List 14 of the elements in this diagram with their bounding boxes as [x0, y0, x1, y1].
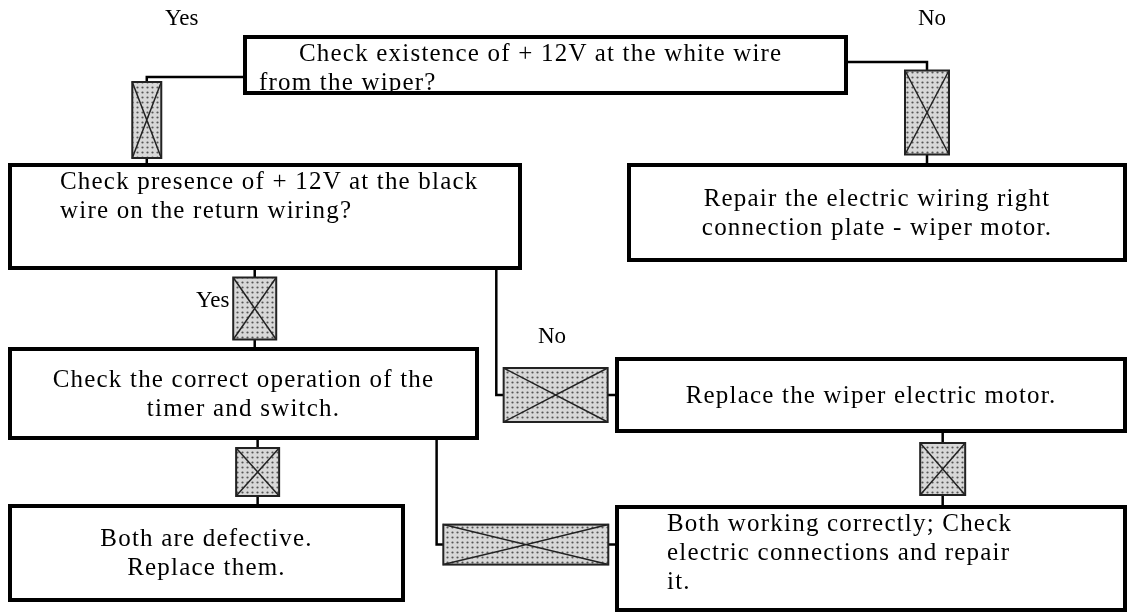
process-box: Repair the electric wiring right connection plate - wiper motor.: [627, 163, 1127, 262]
process-box: Check the correct operation of the timer and switch.: [8, 347, 479, 440]
process-box: Both are defective. Replace them.: [8, 504, 405, 602]
connector: [495, 270, 615, 423]
process-box: Both working correctly; Check electric connections and repair it.: [615, 505, 1127, 612]
connector: [235, 440, 281, 504]
connector: [232, 270, 278, 347]
process-box: Check existence of + 12V at the white wire from the wiper?: [243, 35, 848, 95]
process-box: Check presence of + 12V at the black wire on the return wiring?: [8, 163, 522, 270]
connector: [848, 60, 950, 163]
connector: [919, 433, 967, 505]
connector: [435, 440, 615, 566]
connector: [131, 75, 243, 163]
process-box: Replace the wiper electric motor.: [615, 357, 1127, 433]
